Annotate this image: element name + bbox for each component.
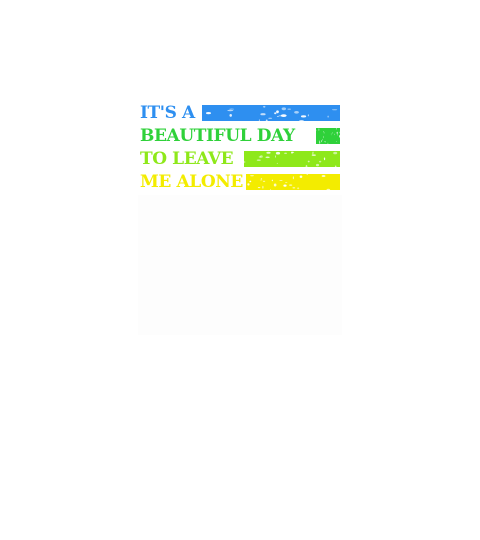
- slogan-line-3: TO LEAVE: [140, 149, 340, 169]
- slogan-line-1-text: IT'S A: [140, 103, 198, 123]
- slogan-line-3-text: TO LEAVE: [140, 149, 237, 169]
- slogan-line-4: ME ALONE: [140, 172, 340, 192]
- stripe-bar-4: [246, 174, 340, 190]
- stripe-bar-shape: [316, 128, 340, 144]
- stripe-bar-2: [316, 128, 340, 144]
- slogan-line-1: IT'S A: [140, 103, 340, 123]
- slogan-line-2-text: BEAUTIFUL DAY: [140, 126, 298, 146]
- stripe-bar-shape: [246, 174, 340, 190]
- stripe-bar-1: [202, 105, 340, 121]
- slogan-line-4-text: ME ALONE: [140, 172, 246, 192]
- stripe-bar-shape: [244, 151, 340, 167]
- slogan-line-2: BEAUTIFUL DAY: [140, 126, 340, 146]
- faded-background-block: [138, 195, 342, 335]
- stripe-bar-3: [244, 151, 340, 167]
- stripe-bar-shape: [202, 105, 340, 121]
- slogan-graphic: IT'S A BEAUTIFUL DAY TO LEAVE ME ALONE: [140, 103, 340, 195]
